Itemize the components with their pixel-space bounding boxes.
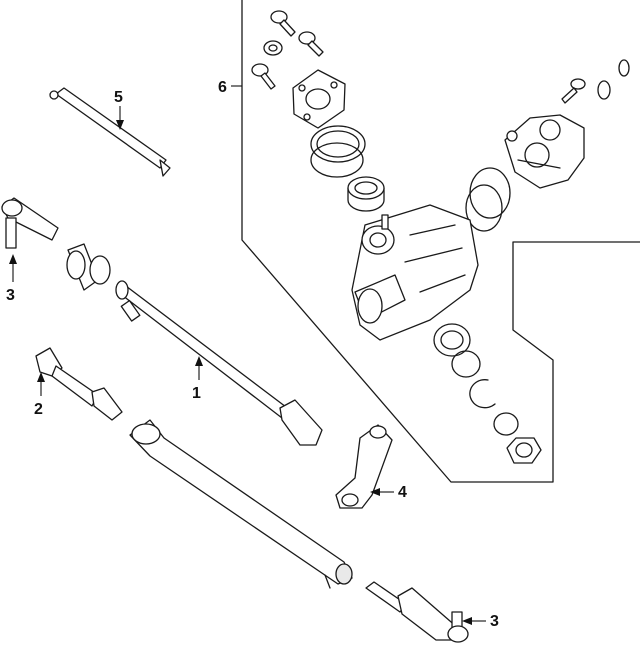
arrowhead-icon [116,120,124,130]
o-ring-icon [451,350,481,378]
arrowhead-icon [37,372,45,382]
callout-5: 5 [114,89,123,106]
callout-6: 6 [218,79,227,96]
washer-icon [268,44,278,52]
tie-rod-sleeve[interactable] [115,280,323,446]
callout-1: 1 [192,385,201,402]
seal-ring-inner [316,130,360,158]
bushing-icon [347,176,385,212]
tie-rod-clamp[interactable] [66,243,111,291]
arrowhead-icon [462,617,472,625]
arrowhead-icon [195,356,203,366]
bolt-icon [561,78,586,104]
seal-ring-icon [465,184,503,232]
callout-3-top: 3 [6,287,15,304]
gear-housing-icon [351,204,479,341]
nut-icon [506,437,542,464]
outer-tie-rod-end[interactable] [1,197,59,249]
o-ring-icon [618,59,630,77]
o-ring-icon [597,80,611,100]
callout-3-bottom: 3 [490,613,499,630]
steering-damper[interactable] [49,87,171,177]
outer-tie-rod-end[interactable] [365,581,469,643]
arrowhead-icon [9,254,17,264]
power-steering-pump-icon [504,114,585,189]
bolt-icon [251,63,276,90]
bolt-icon [270,10,296,37]
inner-tie-rod-end[interactable] [35,347,123,421]
seal-ring-inner [440,330,464,350]
snap-ring-icon [469,379,496,409]
cover-plate-icon [292,69,346,129]
callout-4: 4 [398,484,407,501]
steering-gear-group-frame [241,0,640,483]
callout-2: 2 [34,401,43,418]
seal-ring-icon [469,167,511,219]
drag-link[interactable] [129,419,353,589]
pitman-arm[interactable] [335,424,393,509]
o-ring-icon [310,142,364,178]
arrowhead-icon [370,488,380,496]
bolt-icon [298,31,324,57]
o-ring-icon [493,412,519,436]
steering-gear-assembly[interactable] [251,10,630,464]
